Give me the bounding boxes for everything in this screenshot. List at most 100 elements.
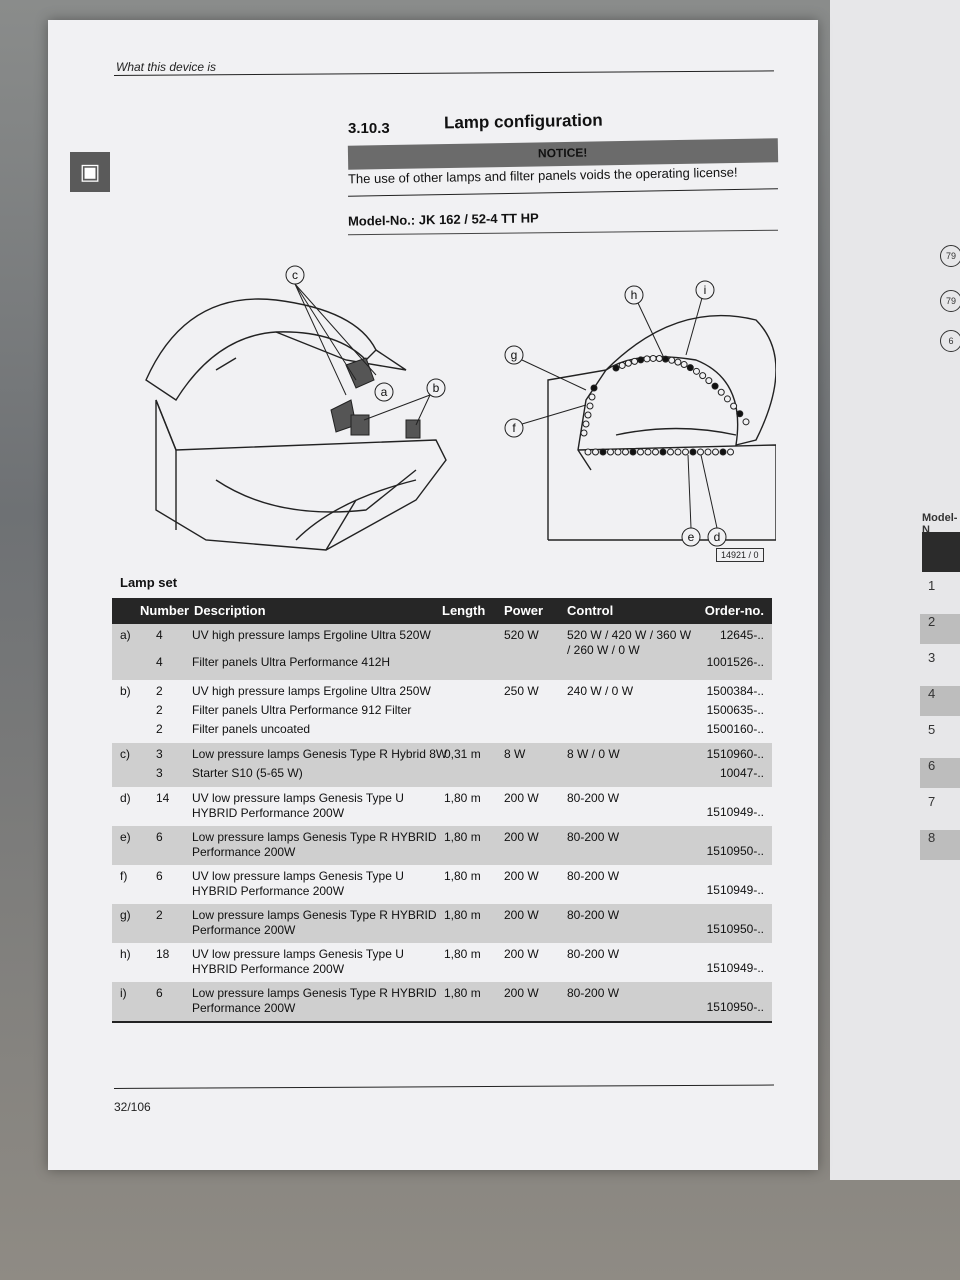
callout-label: h [631, 288, 638, 302]
row-power: 200 W [504, 830, 539, 844]
lamp-dot [614, 448, 622, 456]
lamp-dot [590, 384, 598, 392]
row-key: d) [120, 791, 131, 805]
row-count: 3 [156, 747, 163, 761]
callout-label: b [433, 381, 440, 395]
lamp-set-title: Lamp set [120, 575, 178, 590]
row-control: 80-200 W [567, 908, 620, 922]
lamp-set-table: Number Description Length Power Control … [112, 598, 772, 1023]
table-bottom-rule [112, 1021, 772, 1023]
row-description: Low pressure lamps Genesis Type R Hybrid… [192, 747, 448, 761]
row-order-no: 1510950-.. [706, 922, 764, 936]
col-order-no: Order-no. [704, 603, 764, 618]
lamp-dot [692, 367, 700, 375]
col-description: Description [194, 603, 266, 618]
lamp-dot [637, 448, 644, 456]
row-count: 6 [156, 986, 163, 1000]
row-control: 8 W / 0 W [567, 747, 620, 761]
lamp-dot [711, 382, 719, 390]
row-order-no: 1510950-.. [706, 844, 764, 858]
row-description: UV low pressure lamps Genesis Type U HYB… [192, 869, 404, 898]
row-count: 4 [156, 655, 163, 669]
lamp-dot [599, 448, 607, 456]
callout-label: a [381, 385, 388, 399]
row-key: c) [120, 747, 130, 761]
lamp-dot [697, 448, 704, 456]
lamp-dot [719, 448, 727, 456]
lamp-configuration-diagram: c a b h i g [145, 265, 776, 551]
facing-row-number: 5 [928, 722, 936, 737]
lamp-dot [612, 364, 620, 372]
lamp-dot [631, 357, 639, 365]
row-count: 2 [156, 684, 163, 698]
lamp-dot [607, 448, 614, 456]
row-count: 4 [156, 628, 163, 642]
lamp-dot [705, 377, 713, 385]
lamp-dot [584, 448, 592, 456]
left-callouts: c a b [285, 265, 446, 426]
lamp-dot [644, 448, 652, 456]
lamp-dot [580, 429, 588, 437]
lamp-dot [686, 364, 694, 372]
lamp-dot [629, 448, 637, 456]
row-control: 80-200 W [567, 869, 620, 883]
row-order-no: 1510950-.. [706, 1000, 764, 1014]
row-length: 1,80 m [444, 791, 481, 805]
lamp-dot [592, 448, 599, 456]
book-icon: ▣ [70, 152, 110, 192]
facing-row-number: 1 [928, 578, 936, 593]
facing-row-number: 2 [920, 614, 960, 644]
row-order-no: 1510960-.. [706, 747, 764, 761]
lamp-dot [689, 448, 697, 456]
col-control: Control [567, 603, 614, 618]
section-number: 3.10.3 [348, 120, 390, 137]
row-control: 80-200 W [567, 986, 620, 1000]
row-count: 2 [156, 908, 163, 922]
row-key: f) [120, 869, 128, 883]
right-callouts: h i g f e d [504, 280, 727, 547]
row-control: 240 W / 0 W [567, 684, 634, 698]
row-order-no: 1510949-.. [706, 961, 764, 975]
lamp-dot [649, 354, 657, 362]
row-control: 80-200 W [567, 947, 620, 961]
callout-label: f [512, 421, 516, 435]
notice-label: NOTICE! [537, 145, 588, 161]
row-key: a) [120, 628, 131, 642]
lamp-dot [717, 388, 725, 396]
row-control: 520 W / 420 W / 360 W / 260 W / 0 W [567, 628, 692, 657]
notice-divider [348, 188, 778, 197]
row-description: Low pressure lamps Genesis Type R HYBRID… [192, 830, 437, 859]
facing-callout: 6 [940, 330, 960, 352]
lamp-dot [682, 448, 689, 456]
model-number: Model-No.: JK 162 / 52-4 TT HP [347, 210, 539, 229]
lamp-dot [586, 402, 594, 410]
lamp-dot [582, 420, 590, 428]
row-control: 80-200 W [567, 791, 620, 805]
lamp-dot [674, 358, 682, 366]
row-control: 80-200 W [567, 830, 620, 844]
row-order-no: 1001526-.. [706, 655, 764, 669]
lamp-dot [584, 411, 592, 419]
row-description: Low pressure lamps Genesis Type R HYBRID… [192, 986, 437, 1015]
callout-label: g [511, 348, 518, 362]
row-key: h) [120, 947, 131, 961]
lamp-dot [643, 355, 651, 363]
row-description: UV low pressure lamps Genesis Type U HYB… [192, 947, 404, 976]
facing-row-number: 4 [920, 686, 960, 716]
row-count: 6 [156, 830, 163, 844]
model-divider [348, 229, 778, 236]
row-count: 2 [156, 703, 163, 717]
callout-label: c [292, 268, 298, 282]
row-order-no: 1500384-.. [706, 684, 764, 698]
row-order-no: 1510949-.. [706, 805, 764, 819]
row-length: 0,31 m [444, 747, 481, 761]
lamp-dot [699, 372, 707, 380]
table-row: c) 3 Low pressure lamps Genesis Type R Hyb… [112, 743, 772, 787]
col-length: Length [442, 603, 486, 618]
row-power: 250 W [504, 684, 539, 698]
